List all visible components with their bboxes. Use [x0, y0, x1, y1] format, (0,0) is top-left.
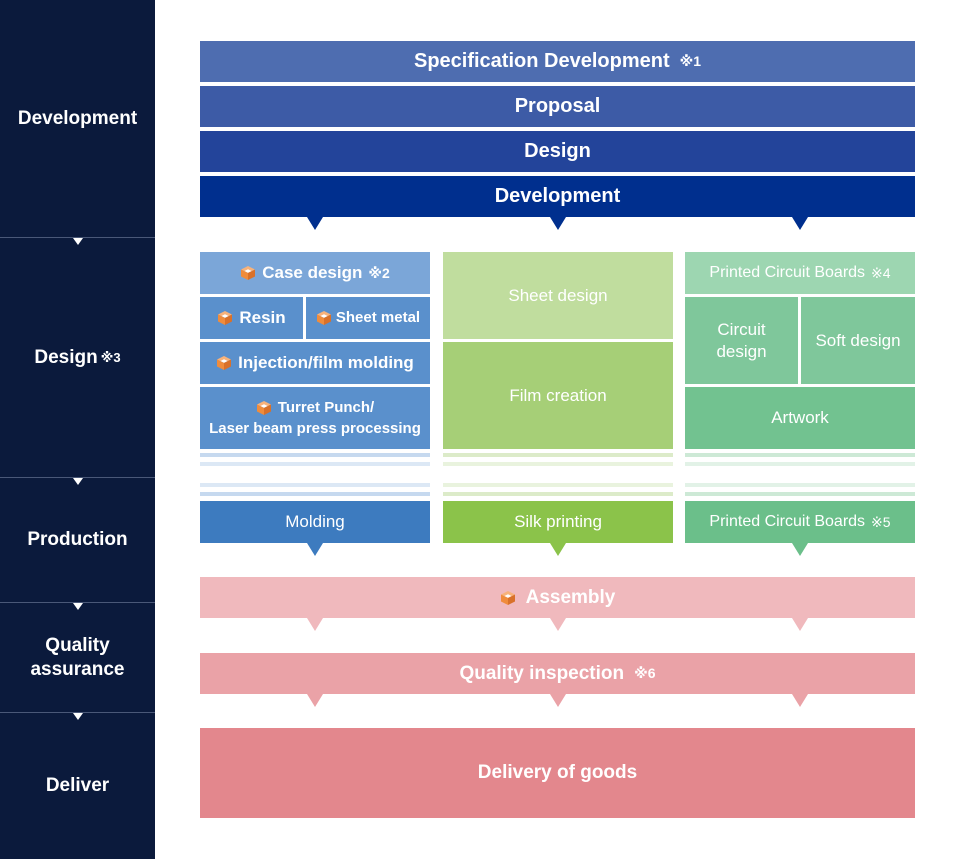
case-stripe — [200, 453, 430, 457]
arrow-down-icon — [307, 217, 323, 230]
proposal-bar: Proposal — [200, 86, 915, 127]
pcb-stripe — [685, 462, 915, 466]
soft-design-box: Soft design — [801, 297, 915, 384]
turret-punch-label-line2: Laser beam press processing — [209, 420, 421, 437]
sheet-design-box: Sheet design — [443, 252, 673, 339]
quality-inspection-note: ※6 — [634, 665, 656, 681]
stage-divider — [0, 237, 155, 238]
arrow-down-icon — [550, 217, 566, 230]
sheet-design-label: Sheet design — [508, 285, 608, 305]
circuit-design-label-line2: design — [716, 341, 767, 361]
delivery-label: Delivery of goods — [477, 762, 638, 783]
circuit-design-box: Circuit design — [685, 297, 798, 384]
pcb-design-note: ※4 — [871, 265, 891, 281]
cube-icon — [500, 590, 515, 605]
stage-arrow-down-icon — [73, 238, 83, 245]
turret-punch-label-line1: Turret Punch/ — [277, 399, 375, 416]
cube-icon — [316, 311, 331, 325]
cube-icon — [241, 266, 256, 280]
pcb-stripe — [685, 483, 915, 487]
sheet-metal-box: Sheet metal — [306, 297, 430, 339]
pcb-design-box: Printed Circuit Boards ※4 — [685, 252, 915, 294]
case-stripe — [200, 483, 430, 487]
sheet-stripe — [443, 453, 673, 457]
proposal-label: Proposal — [514, 95, 601, 117]
case-design-box: Case design ※2 — [200, 252, 430, 294]
stage-arrow-down-icon — [73, 713, 83, 720]
delivery-bar: Delivery of goods — [200, 728, 915, 818]
sheet-stripe — [443, 483, 673, 487]
pcb-production-box: Printed Circuit Boards ※5 — [685, 501, 915, 543]
quality-inspection-label: Quality inspection — [459, 662, 625, 684]
development-bar: Development — [200, 176, 915, 217]
stage-arrow-down-icon — [73, 478, 83, 485]
stage-design-label: Design — [34, 346, 98, 368]
stage-deliver: Deliver — [0, 713, 155, 859]
silk-printing-box: Silk printing — [443, 501, 673, 543]
injection-molding-box: Injection/film molding — [200, 342, 430, 384]
pcb-stripe — [685, 453, 915, 457]
arrow-down-icon — [550, 543, 566, 556]
stage-divider — [0, 477, 155, 478]
film-creation-box: Film creation — [443, 342, 673, 449]
soft-design-label: Soft design — [815, 330, 901, 350]
arrow-down-icon — [792, 694, 808, 707]
sheet-metal-label: Sheet metal — [335, 309, 421, 326]
arrow-down-icon — [792, 217, 808, 230]
assembly-bar: Assembly — [200, 577, 915, 618]
film-creation-label: Film creation — [509, 385, 607, 405]
stage-quality-assurance: Quality assurance — [0, 603, 155, 712]
design-bar: Design — [200, 131, 915, 172]
resin-box: Resin — [200, 297, 303, 339]
cube-icon — [256, 400, 271, 415]
arrow-down-icon — [550, 694, 566, 707]
spec-development-bar: Specification Development ※1 — [200, 41, 915, 82]
arrow-down-icon — [792, 618, 808, 631]
case-design-label: Case design — [262, 263, 363, 282]
design-label: Design — [524, 140, 591, 162]
pcb-stripe — [685, 492, 915, 496]
arrow-down-icon — [307, 618, 323, 631]
development-label: Development — [494, 185, 621, 207]
pcb-production-label: Printed Circuit Boards — [709, 513, 866, 530]
turret-punch-box: Turret Punch/ Laser beam press processin… — [200, 387, 430, 449]
sheet-stripe — [443, 462, 673, 466]
stage-development: Development — [0, 0, 155, 237]
silk-printing-label: Silk printing — [514, 512, 602, 531]
assembly-label: Assembly — [525, 586, 616, 608]
stage-design: Design※3 — [0, 238, 155, 477]
stage-divider — [0, 602, 155, 603]
stage-development-label: Development — [17, 107, 138, 129]
case-stripe — [200, 492, 430, 496]
arrow-down-icon — [307, 694, 323, 707]
arrow-down-icon — [550, 618, 566, 631]
cube-icon — [218, 311, 233, 325]
stage-deliver-label: Deliver — [45, 775, 110, 796]
spec-development-label: Specification Development — [413, 50, 670, 72]
spec-development-note: ※1 — [679, 53, 702, 69]
stage-design-note: ※3 — [100, 349, 121, 365]
molding-box: Molding — [200, 501, 430, 543]
stage-production-label: Production — [27, 529, 128, 550]
stage-production: Production — [0, 478, 155, 602]
quality-inspection-bar: Quality inspection ※6 — [200, 653, 915, 694]
pcb-design-label: Printed Circuit Boards — [709, 264, 866, 281]
case-design-note: ※2 — [368, 265, 390, 281]
stage-quality-label-line2: assurance — [30, 658, 125, 680]
case-stripe — [200, 462, 430, 466]
artwork-label: Artwork — [771, 408, 829, 427]
arrow-down-icon — [792, 543, 808, 556]
circuit-design-label-line1: Circuit — [717, 319, 766, 339]
stage-arrow-down-icon — [73, 603, 83, 610]
arrow-down-icon — [307, 543, 323, 556]
artwork-box: Artwork — [685, 387, 915, 449]
molding-label: Molding — [285, 512, 345, 531]
injection-molding-label: Injection/film molding — [238, 353, 414, 372]
resin-label: Resin — [239, 308, 286, 327]
stage-quality-label-line1: Quality — [45, 634, 110, 656]
stage-divider — [0, 712, 155, 713]
sheet-stripe — [443, 492, 673, 496]
pcb-production-note: ※5 — [871, 514, 891, 530]
cube-icon — [217, 356, 232, 370]
